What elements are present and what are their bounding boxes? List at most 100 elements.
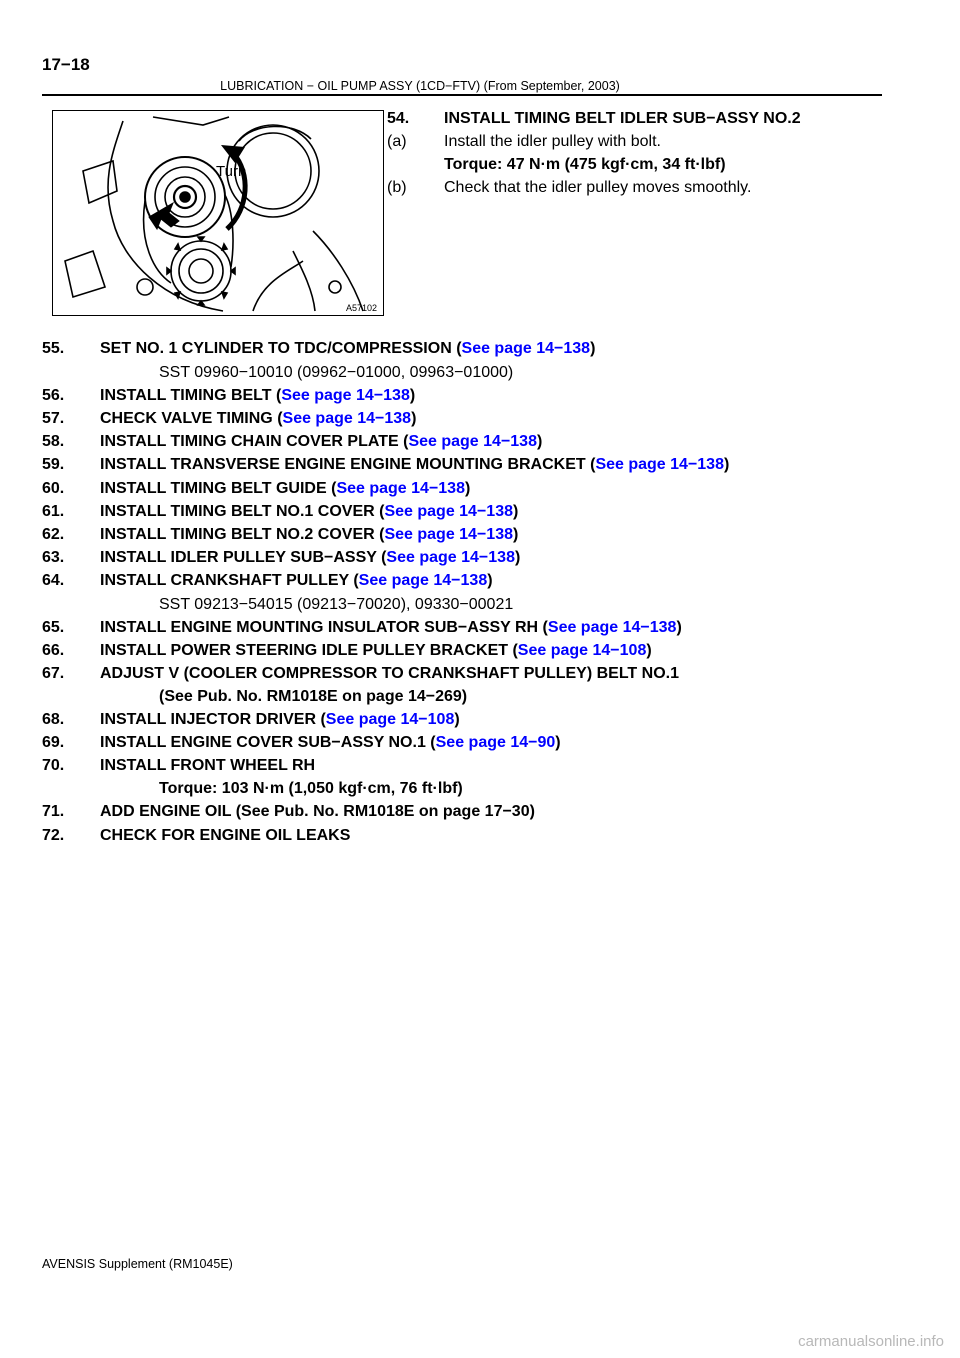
- step-text: INSTALL INJECTOR DRIVER (: [100, 711, 326, 728]
- step-text: ADD ENGINE OIL (See Pub. No. RM1018E on …: [100, 803, 535, 820]
- step-text: INSTALL POWER STEERING IDLE PULLEY BRACK…: [100, 642, 518, 659]
- closing-paren: ): [464, 480, 471, 497]
- step-body: SST 09960−10010 (09962−01000, 09963−0100…: [159, 364, 513, 382]
- step-number: 67.: [42, 665, 65, 682]
- see-page-link[interactable]: See page 14−138: [461, 340, 591, 357]
- step-body: ADJUST V (COOLER COMPRESSOR TO CRANKSHAF…: [100, 665, 679, 683]
- step-text: SST 09960−10010 (09962−01000, 09963−0100…: [159, 364, 514, 381]
- substep-label: (a): [387, 133, 407, 150]
- closing-paren: ): [536, 433, 543, 450]
- step-body: INSTALL FRONT WHEEL RH: [100, 757, 315, 775]
- see-page-link[interactable]: See page 14−138: [336, 480, 465, 497]
- step-number: 55.: [42, 340, 65, 357]
- see-page-link[interactable]: See page 14−138: [281, 387, 410, 404]
- step-number: 58.: [42, 433, 65, 450]
- step-text: INSTALL FRONT WHEEL RH: [100, 757, 316, 774]
- step-number: 57.: [42, 410, 65, 427]
- step-body: ADD ENGINE OIL (See Pub. No. RM1018E on …: [100, 803, 535, 821]
- substep-text: Check that the idler pulley moves smooth…: [444, 179, 752, 196]
- closing-paren: ): [590, 340, 596, 357]
- step-text: INSTALL TIMING CHAIN COVER PLATE (: [100, 433, 409, 450]
- step-54: 54. INSTALL TIMING BELT IDLER SUB−ASSY N…: [387, 110, 801, 128]
- see-page-link[interactable]: See page 14−138: [384, 503, 513, 520]
- step-number: 54.: [387, 110, 410, 127]
- engine-drawing: [64, 116, 364, 312]
- closing-paren: ): [676, 619, 682, 636]
- step-body: INSTALL ENGINE COVER SUB−ASSY NO.1 (See …: [100, 734, 561, 752]
- see-page-link[interactable]: See page 14−138: [384, 526, 513, 543]
- watermark: carmanualsonline.info: [798, 1333, 944, 1350]
- step-text: SET NO. 1 CYLINDER TO TDC/COMPRESSION (: [100, 340, 462, 357]
- step-text: INSTALL TIMING BELT GUIDE (: [100, 480, 337, 497]
- step-text: INSTALL TIMING BELT IDLER SUB−ASSY NO.2: [444, 110, 801, 127]
- see-page-link[interactable]: See page 14−138: [408, 433, 537, 450]
- torque-spec: Torque: 47 N·m (475 kgf·cm, 34 ft·lbf): [444, 156, 726, 173]
- step-body: CHECK VALVE TIMING (See page 14−138): [100, 410, 416, 428]
- step-text: INSTALL TIMING BELT (: [100, 387, 282, 404]
- step-text: Torque: 103 N·m (1,050 kgf·cm, 76 ft·lbf…: [159, 780, 463, 797]
- step-body: SST 09213−54015 (09213−70020), 09330−000…: [159, 596, 513, 614]
- step-text: INSTALL TIMING BELT NO.1 COVER (: [100, 503, 385, 520]
- substep-b: (b) Check that the idler pulley moves sm…: [387, 179, 751, 197]
- substep-text: Install the idler pulley with bolt.: [444, 133, 661, 150]
- step-body: INSTALL INJECTOR DRIVER (See page 14−108…: [100, 711, 460, 729]
- step-body: CHECK FOR ENGINE OIL LEAKS: [100, 827, 350, 845]
- step-body: INSTALL CRANKSHAFT PULLEY (See page 14−1…: [100, 572, 493, 590]
- manual-identifier: AVENSIS Supplement (RM1045E): [42, 1257, 233, 1271]
- step-body: INSTALL TIMING BELT GUIDE (See page 14−1…: [100, 480, 470, 498]
- header-divider: [42, 94, 882, 96]
- step-number: 59.: [42, 456, 65, 473]
- step-body: INSTALL TIMING BELT (See page 14−138): [100, 387, 415, 405]
- idler-pulley-illustration: Turn A57102: [52, 110, 384, 316]
- step-number: 62.: [42, 526, 65, 543]
- step-text: INSTALL CRANKSHAFT PULLEY (: [100, 572, 359, 589]
- see-page-link[interactable]: See page 14−90: [435, 734, 556, 751]
- step-number: 66.: [42, 642, 65, 659]
- step-body: INSTALL IDLER PULLEY SUB−ASSY (See page …: [100, 549, 520, 567]
- step-body: SET NO. 1 CYLINDER TO TDC/COMPRESSION (S…: [100, 340, 595, 358]
- step-number: 68.: [42, 711, 65, 728]
- step-number: 60.: [42, 480, 65, 497]
- step-text: CHECK FOR ENGINE OIL LEAKS: [100, 827, 351, 844]
- see-page-link[interactable]: See page 14−108: [325, 711, 455, 728]
- see-page-link[interactable]: See page 14−138: [386, 549, 515, 566]
- step-text: INSTALL IDLER PULLEY SUB−ASSY (: [100, 549, 387, 566]
- step-body: (See Pub. No. RM1018E on page 14−269): [159, 688, 467, 706]
- closing-paren: ): [409, 387, 416, 404]
- step-body: INSTALL TIMING CHAIN COVER PLATE (See pa…: [100, 433, 542, 451]
- step-number: 72.: [42, 827, 65, 844]
- step-number: 70.: [42, 757, 65, 774]
- see-page-link[interactable]: See page 14−138: [595, 456, 724, 473]
- closing-paren: ): [513, 503, 519, 520]
- closing-paren: ): [411, 410, 417, 427]
- turn-label: Turn: [216, 163, 247, 180]
- step-number: 56.: [42, 387, 65, 404]
- step-body: INSTALL TRANSVERSE ENGINE ENGINE MOUNTIN…: [100, 456, 729, 474]
- step-body: INSTALL ENGINE MOUNTING INSULATOR SUB−AS…: [100, 619, 682, 637]
- see-page-link[interactable]: See page 14−138: [358, 572, 488, 589]
- closing-paren: ): [513, 526, 519, 543]
- closing-paren: ): [723, 456, 730, 473]
- step-number: 63.: [42, 549, 65, 566]
- step-text: INSTALL ENGINE COVER SUB−ASSY NO.1 (: [100, 734, 436, 751]
- step-number: 71.: [42, 803, 65, 820]
- section-header: LUBRICATION − OIL PUMP ASSY (1CD−FTV) (F…: [220, 79, 620, 93]
- step-number: 61.: [42, 503, 65, 520]
- substep-label: (b): [387, 179, 407, 196]
- step-body: INSTALL POWER STEERING IDLE PULLEY BRACK…: [100, 642, 652, 660]
- closing-paren: ): [487, 572, 493, 589]
- see-page-link[interactable]: See page 14−108: [517, 642, 647, 659]
- page-number: 17−18: [42, 55, 90, 74]
- step-text: INSTALL TRANSVERSE ENGINE ENGINE MOUNTIN…: [100, 456, 596, 473]
- closing-paren: ): [514, 549, 521, 566]
- step-text: ADJUST V (COOLER COMPRESSOR TO CRANKSHAF…: [100, 665, 679, 682]
- figure-code: A57102: [345, 303, 377, 313]
- see-page-link[interactable]: See page 14−138: [547, 619, 677, 636]
- substep-a: (a) Install the idler pulley with bolt.: [387, 133, 661, 151]
- step-body: INSTALL TIMING BELT NO.2 COVER (See page…: [100, 526, 518, 544]
- see-page-link[interactable]: See page 14−138: [282, 410, 412, 427]
- step-text: SST 09213−54015 (09213−70020), 09330−000…: [159, 596, 514, 613]
- step-text: INSTALL ENGINE MOUNTING INSULATOR SUB−AS…: [100, 619, 548, 636]
- step-body: Torque: 103 N·m (1,050 kgf·cm, 76 ft·lbf…: [159, 780, 463, 798]
- step-number: 69.: [42, 734, 65, 751]
